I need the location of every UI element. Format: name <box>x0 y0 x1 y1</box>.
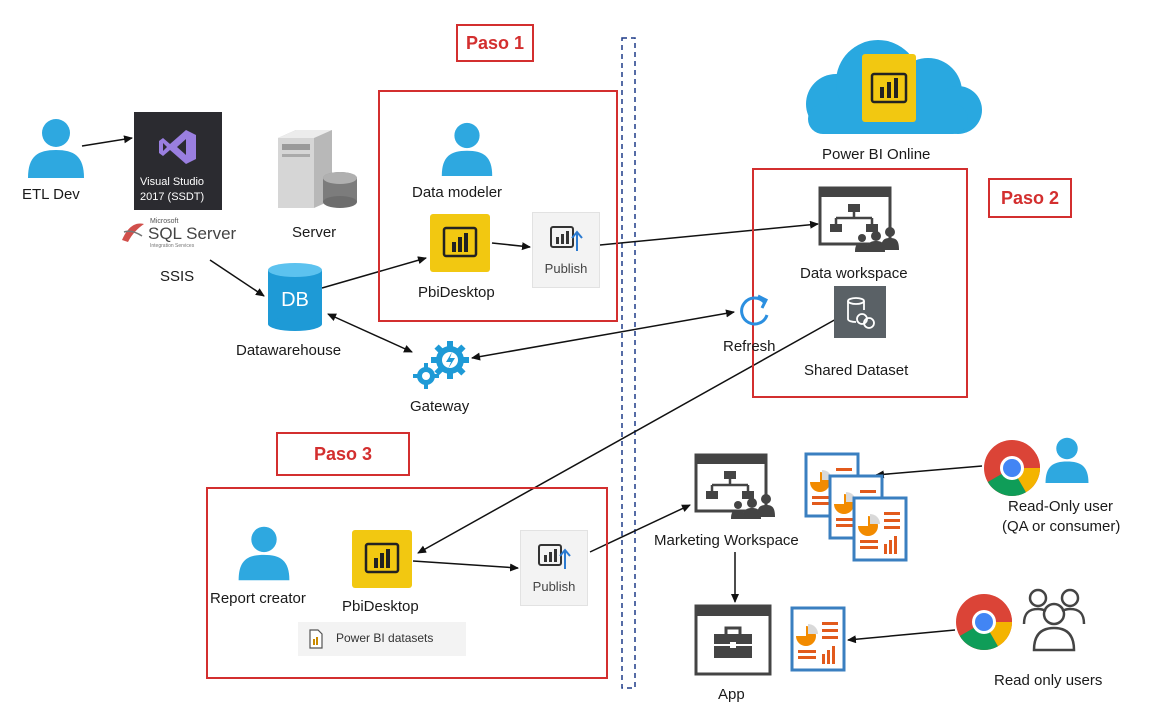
dataset-file-icon <box>309 629 323 649</box>
publish-button-2: Publish <box>520 530 588 606</box>
chrome-icon <box>984 440 1040 496</box>
arrow-db-gateway <box>327 313 413 353</box>
refresh-icon <box>740 294 769 326</box>
server-icon <box>278 130 357 208</box>
workspace-icon <box>694 453 775 519</box>
step-3-box <box>206 487 608 679</box>
arrow-db-pbi <box>321 256 427 289</box>
report-icon <box>790 606 846 672</box>
power-bi-datasets-button[interactable]: Power BI datasets <box>298 622 466 656</box>
marketing-workspace-label: Marketing Workspace <box>654 532 799 549</box>
readonly-user-label-2: (QA or consumer) <box>1002 518 1121 535</box>
divider <box>621 37 636 689</box>
arrow-gateway-refresh <box>471 309 735 361</box>
datawarehouse-label: Datawarehouse <box>236 342 342 359</box>
report-icon <box>804 452 908 562</box>
refresh-label: Refresh <box>723 338 776 355</box>
publish-button-1: Publish <box>532 212 600 288</box>
sql-server-logo: Microsoft SQL Server Integration Service… <box>120 216 240 250</box>
gateway-label: Gateway <box>410 398 470 415</box>
user-icon <box>1045 437 1089 483</box>
step-2-box <box>752 168 968 398</box>
step-1-label: Paso 1 <box>456 24 534 62</box>
visual-studio-icon: Visual Studio 2017 (SSDT) <box>134 112 222 210</box>
user-icon <box>238 526 290 581</box>
arrow-ssis-db <box>209 259 265 297</box>
user-icon <box>28 119 84 178</box>
arrow-pbi2-publish2 <box>412 560 519 572</box>
power-bi-online-label: Power BI Online <box>822 146 931 163</box>
users-group-icon <box>1022 588 1086 652</box>
arrow-pbi-publish1 <box>491 242 531 251</box>
powerbi-icon <box>352 530 412 588</box>
arrow-users-report <box>847 629 956 644</box>
data-modeler-label: Data modeler <box>412 184 503 201</box>
arrow-publish1-workspace <box>599 220 819 246</box>
publish-icon <box>550 226 583 251</box>
readonly-users-label: Read only users <box>994 672 1103 689</box>
step-1-box <box>378 90 618 322</box>
dataset-icon <box>834 286 886 338</box>
shared-dataset-label: Shared Dataset <box>804 362 909 379</box>
database-icon: DB <box>266 262 324 332</box>
arrow-dataset-pbi2 <box>417 317 839 554</box>
step-3-label: Paso 3 <box>276 432 410 476</box>
report-creator-label: Report creator <box>210 590 306 607</box>
arrow-user-reports <box>875 465 983 479</box>
server-label: Server <box>292 224 337 241</box>
app-label: App <box>718 686 745 703</box>
readonly-user-label-1: Read-Only user <box>1008 498 1114 515</box>
data-workspace-label: Data workspace <box>800 265 908 282</box>
etl-dev-label: ETL Dev <box>22 186 80 203</box>
arrow-etl-vs <box>81 135 133 147</box>
step-2-label: Paso 2 <box>988 178 1072 218</box>
publish-icon <box>538 544 571 569</box>
ssis-label: SSIS <box>160 268 195 285</box>
chrome-icon <box>956 594 1012 650</box>
workspace-icon <box>818 186 899 252</box>
app-icon <box>694 604 772 676</box>
pbidesktop-2-label: PbiDesktop <box>342 598 419 615</box>
pbidesktop-1-label: PbiDesktop <box>418 284 495 301</box>
powerbi-icon <box>430 214 490 272</box>
gateway-icon <box>413 341 469 389</box>
user-icon <box>441 122 493 176</box>
powerbi-icon <box>862 54 916 122</box>
